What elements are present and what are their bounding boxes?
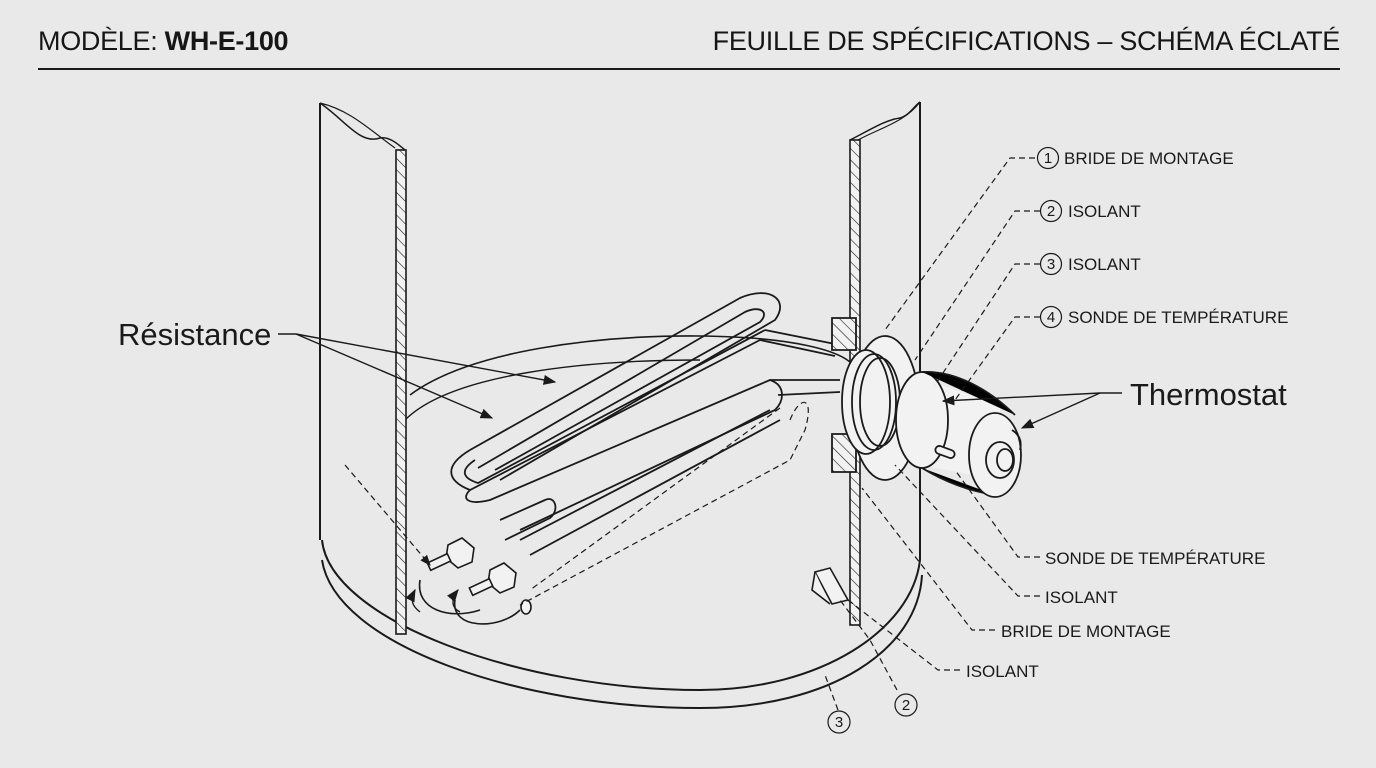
bottom-bracket	[811, 567, 850, 605]
flange-and-thermostat	[831, 317, 1022, 498]
callout-number: 3	[835, 714, 843, 731]
resistance-label: Résistance	[118, 317, 271, 352]
callout-circle	[1036, 146, 1060, 170]
callout-number: 3	[1047, 256, 1055, 273]
callout-circle	[1039, 305, 1063, 329]
terminal-arrows	[405, 588, 461, 613]
tank-wall-left	[319, 102, 407, 635]
resistance-leaders	[278, 333, 557, 419]
terminal-connectors	[418, 537, 532, 625]
callout-1: 1 BRIDE DE MONTAGE	[1036, 146, 1234, 170]
heating-element	[450, 292, 841, 556]
callout-label-bottom-3: BRIDE DE MONTAGE	[1001, 622, 1171, 641]
callout-number: 4	[1047, 309, 1055, 326]
thermostat-label: Thermostat	[1130, 377, 1287, 412]
callout-4: 4 SONDE DE TEMPÉRATURE	[1039, 305, 1288, 329]
callout-label-bottom-2: ISOLANT	[1045, 588, 1118, 607]
model-value: WH-E-100	[164, 26, 289, 56]
callout-circle	[894, 693, 918, 717]
callout-number: 2	[902, 697, 910, 714]
callout-label-bottom-1: SONDE DE TEMPÉRATURE	[1045, 549, 1265, 568]
callout-3: 3 ISOLANT	[1039, 252, 1141, 276]
callout-2: 2 ISOLANT	[1039, 199, 1141, 223]
model-prefix: MODÈLE:	[38, 26, 165, 56]
callout-bottom-number-2: 2	[894, 693, 918, 717]
callout-number: 1	[1044, 150, 1052, 167]
callout-label: ISOLANT	[1068, 255, 1141, 274]
dashed-leaders	[344, 157, 1040, 711]
header: MODÈLE: WH-E-100 FEUILLE DE SPÉCIFICATIO…	[38, 22, 1340, 70]
callout-label-bottom-4: ISOLANT	[966, 662, 1039, 681]
callout-label: SONDE DE TEMPÉRATURE	[1068, 308, 1288, 327]
callout-label: ISOLANT	[1068, 202, 1141, 221]
thermostat-leaders	[941, 392, 1122, 429]
callout-bottom-number-3: 3	[827, 710, 851, 734]
tank-base	[321, 335, 923, 710]
callout-circle	[827, 710, 851, 734]
callout-label: BRIDE DE MONTAGE	[1064, 149, 1234, 168]
model-label: MODÈLE: WH-E-100	[38, 26, 289, 57]
callout-number: 2	[1047, 203, 1055, 220]
callout-circle	[1039, 252, 1063, 276]
sheet-title: FEUILLE DE SPÉCIFICATIONS – SCHÉMA ÉCLAT…	[712, 26, 1341, 56]
callout-circle	[1039, 199, 1063, 223]
